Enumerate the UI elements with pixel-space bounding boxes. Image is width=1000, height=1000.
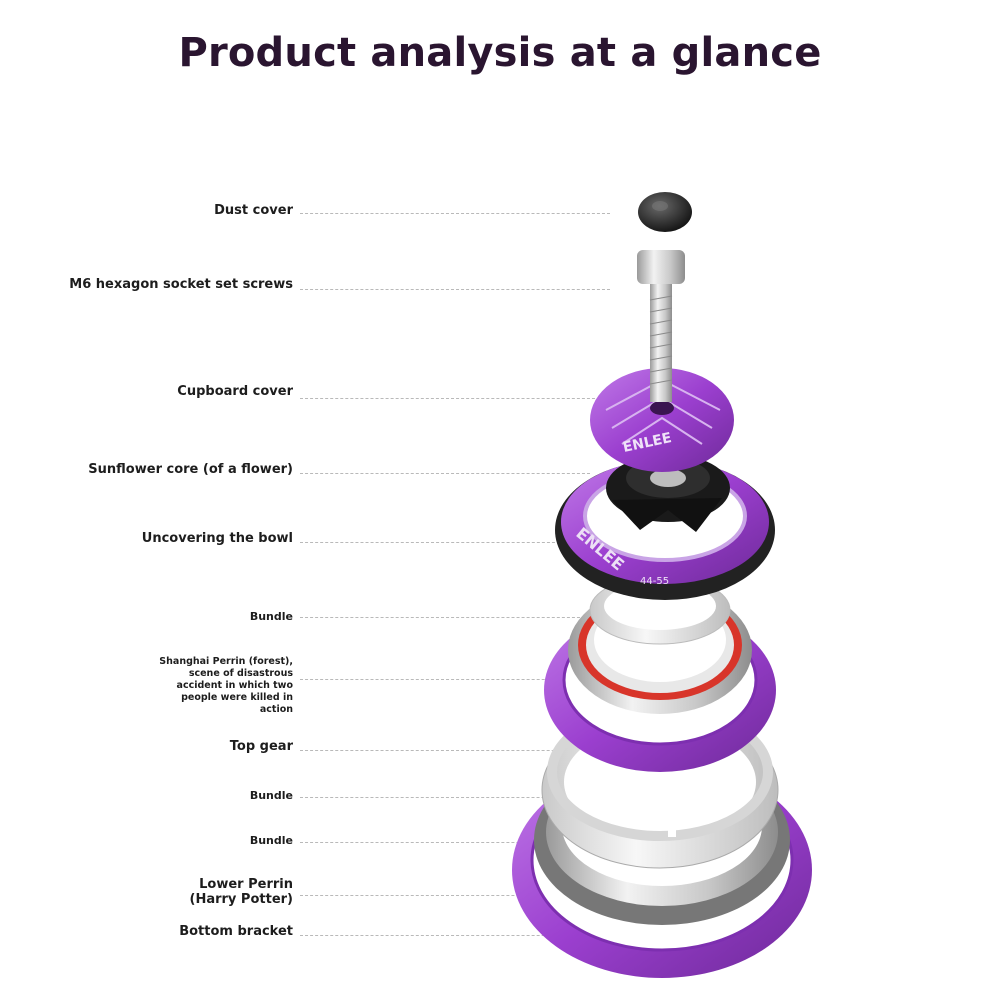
hex-socket-screw <box>637 250 685 402</box>
leader-line <box>300 473 590 474</box>
leader-line <box>300 750 605 751</box>
leader-line <box>300 679 585 680</box>
top-cap-disk: ENLEE <box>590 368 734 472</box>
label-bottom-bracket: Bottom bracket <box>179 924 293 939</box>
leader-line <box>300 797 610 798</box>
dust-cover-dome <box>638 192 692 232</box>
label-bundle-1: Bundle <box>249 610 293 623</box>
leader-line <box>300 542 560 543</box>
label-bundle-2: Bundle <box>249 789 293 802</box>
page-title: Product analysis at a glance <box>178 30 822 76</box>
label-uncovering-bowl: Uncovering the bowl <box>141 531 293 546</box>
label-shanghai-perrin: Shanghai Perrin (forest), scene of disas… <box>159 656 293 715</box>
leader-line <box>300 895 600 896</box>
label-top-gear: Top gear <box>229 739 293 754</box>
label-sunflower-core: Sunflower core (of a flower) <box>88 462 293 477</box>
leader-line <box>300 617 585 618</box>
leader-line <box>300 289 610 290</box>
label-bundle-3: Bundle <box>249 834 293 847</box>
size-mark: 44-55 <box>640 576 669 587</box>
label-lower-perrin: Lower Perrin (Harry Potter) <box>189 877 293 907</box>
label-dust-cover: Dust cover <box>214 203 293 218</box>
leader-line <box>300 398 600 399</box>
label-cupboard-cover: Cupboard cover <box>177 384 293 399</box>
leader-line <box>300 842 600 843</box>
leader-line <box>300 935 590 936</box>
leader-line <box>300 213 610 214</box>
label-hex-screws: M6 hexagon socket set screws <box>69 277 293 292</box>
